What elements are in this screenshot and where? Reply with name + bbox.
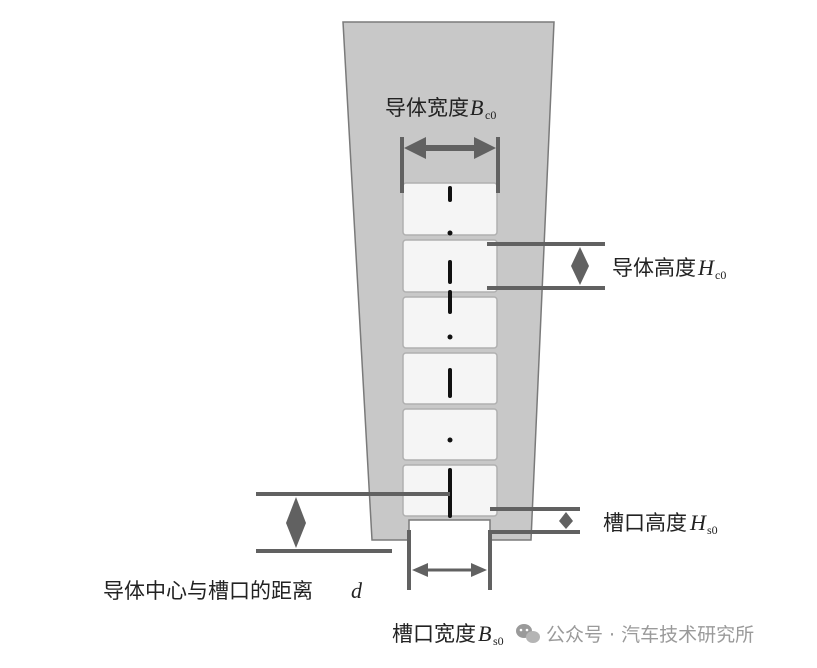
svg-text:导体高度: 导体高度 [612,256,696,280]
conductor-height-dimension [487,242,605,290]
wechat-icon [516,624,540,643]
label-conductor-width: 导体宽度 B c0 [385,95,496,122]
watermark: 公众号 · 汽车技术研究所 [516,624,754,646]
svg-text:s0: s0 [493,634,504,648]
svg-text:d: d [351,578,363,603]
svg-text:c0: c0 [715,268,726,282]
slot-opening-height-dimension [490,507,580,534]
conductor-width-dimension [400,137,500,193]
label-slot-opening-height: 槽口高度 H s0 [603,510,718,537]
svg-text:H: H [689,510,707,535]
svg-text:H: H [697,255,715,280]
slot-opening-width-dimension [407,530,492,590]
svg-text:导体宽度: 导体宽度 [385,96,469,120]
centerline-dot [447,230,453,236]
svg-text:B: B [478,621,491,646]
svg-text:槽口宽度: 槽口宽度 [392,622,476,646]
svg-text:c0: c0 [485,108,496,122]
svg-text:s0: s0 [707,523,718,537]
svg-text:槽口高度: 槽口高度 [603,511,687,535]
centerline-dot [447,334,453,340]
svg-text:B: B [470,95,483,120]
centerline-dot [447,437,453,443]
conductor-5 [402,408,498,461]
svg-text:导体中心与槽口的距离: 导体中心与槽口的距离 [103,579,313,603]
label-slot-opening-width: 槽口宽度 B s0 [392,621,504,648]
center-distance-dimension [256,492,450,553]
label-conductor-height: 导体高度 H c0 [612,255,726,282]
label-center-distance: 导体中心与槽口的距离 d [103,578,363,603]
svg-text:公众号 · 汽车技术研究所: 公众号 · 汽车技术研究所 [546,624,754,646]
